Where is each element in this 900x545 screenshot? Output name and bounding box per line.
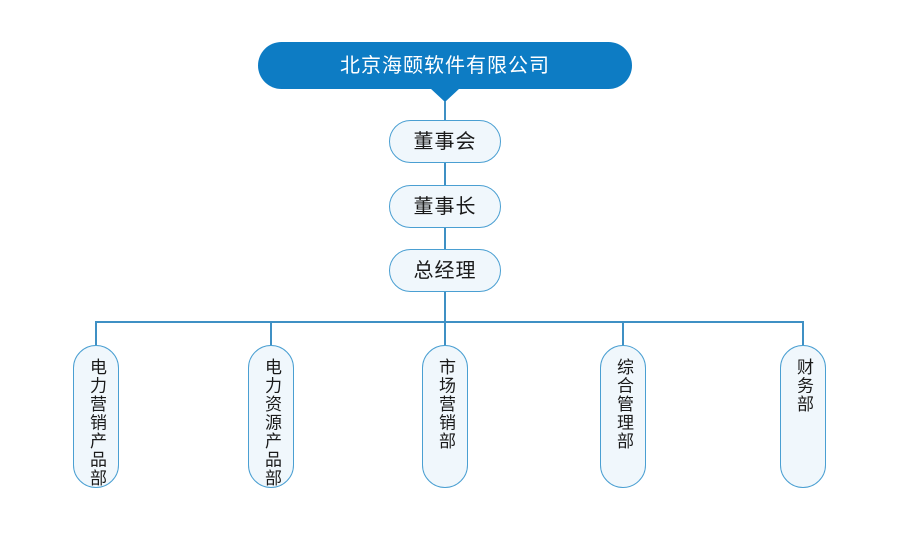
connector-department-bus — [95, 321, 804, 323]
company-banner[interactable]: 北京海颐软件有限公司 — [258, 42, 632, 89]
node-general-manager[interactable]: 总经理 — [389, 249, 501, 292]
node-department-5-label: 财务部 — [794, 358, 814, 414]
connector-gm-drop — [444, 292, 446, 323]
node-department-4[interactable]: 综合管理部 — [600, 345, 646, 488]
node-board[interactable]: 董事会 — [389, 120, 501, 163]
connector-company-to-board — [444, 101, 446, 121]
node-department-4-label: 综合管理部 — [614, 358, 634, 451]
banner-pointer-icon — [430, 88, 460, 102]
connector-bus-to-dept1 — [95, 321, 97, 347]
node-chairman-label: 董事长 — [413, 195, 477, 218]
node-department-3-label: 市场营销部 — [436, 358, 456, 451]
connector-chairman-to-gm — [444, 228, 446, 249]
connector-bus-to-dept3 — [444, 321, 446, 347]
connector-board-to-chairman — [444, 163, 446, 185]
node-general-manager-label: 总经理 — [413, 259, 477, 282]
node-department-5[interactable]: 财务部 — [780, 345, 826, 488]
node-department-1-label: 电力营销产品部 — [87, 358, 107, 488]
node-department-2[interactable]: 电力资源产品部 — [248, 345, 294, 488]
node-department-2-label: 电力资源产品部 — [262, 358, 282, 488]
connector-bus-to-dept4 — [622, 321, 624, 347]
connector-bus-to-dept2 — [270, 321, 272, 347]
node-board-label: 董事会 — [413, 130, 477, 153]
node-chairman[interactable]: 董事长 — [389, 185, 501, 228]
connector-bus-to-dept5 — [802, 321, 804, 347]
node-department-3[interactable]: 市场营销部 — [422, 345, 468, 488]
node-department-1[interactable]: 电力营销产品部 — [73, 345, 119, 488]
company-name-label: 北京海颐软件有限公司 — [340, 54, 550, 77]
